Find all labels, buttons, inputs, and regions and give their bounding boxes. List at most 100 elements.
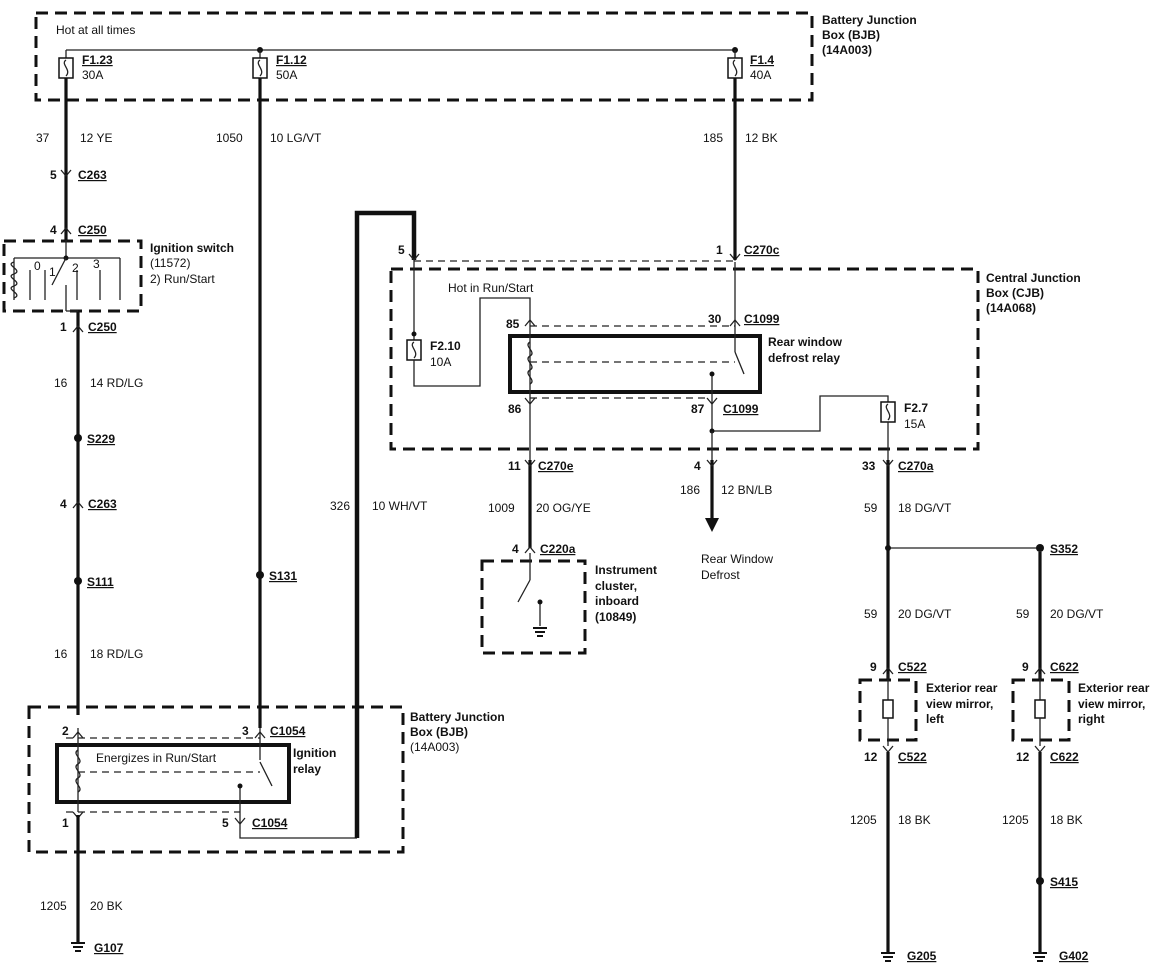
wire-1009-circuit: 1009 xyxy=(488,501,515,515)
connector-c522-bottom: 12 C522 xyxy=(864,745,927,764)
fuse-f2-10-id: F2.10 xyxy=(430,339,461,353)
instrument-cluster-line-2: cluster, xyxy=(595,579,637,593)
splice-s131: S131 xyxy=(256,569,297,583)
ground-g107-label: G107 xyxy=(94,941,124,955)
wire-326: 326 10 WH/VT xyxy=(239,210,428,839)
wire-326-circuit: 326 xyxy=(330,499,350,513)
connector-c220a-id: C220a xyxy=(540,542,576,556)
ignition-switch: 0 1 2 3 Ignition switch (11572) 2) Run/S… xyxy=(2,239,234,313)
fuse-f2-7-id: F2.7 xyxy=(904,401,928,415)
connector-c270a-id: C270a xyxy=(898,459,934,473)
wire-59-left-circuit: 59 xyxy=(864,607,878,621)
ignition-position-3: 3 xyxy=(93,257,100,271)
splice-s352-label: S352 xyxy=(1050,542,1078,556)
bjb-bottom-title-1: Battery Junction xyxy=(410,710,505,724)
wire-1205-mid-spec: 18 BK xyxy=(898,813,931,827)
splice-s111-label: S111 xyxy=(87,575,114,589)
connector-c1054-bottom-id: C1054 xyxy=(252,816,288,830)
splice-s229: S229 xyxy=(74,432,115,446)
wire-59-right-circuit: 59 xyxy=(1016,607,1030,621)
rear-window-defrost-label: Rear Window Defrost xyxy=(701,552,773,582)
ground-g107: G107 xyxy=(71,941,124,955)
wire-1050-circuit: 1050 xyxy=(216,131,243,145)
connector-c263-bottom-id: C263 xyxy=(88,497,117,511)
fuse-f1-4-amps: 40A xyxy=(750,68,771,82)
connector-c522-bottom-id: C522 xyxy=(898,750,927,764)
wire-59-right-spec: 20 DG/VT xyxy=(1050,607,1104,621)
bjb-bottom-box: Battery Junction Box (BJB) (14A003) xyxy=(27,705,505,854)
connector-c250-bottom: 1 C250 xyxy=(60,320,117,334)
ignition-switch-title-1: Ignition switch xyxy=(150,241,234,255)
mirror-left-line-2: view mirror, xyxy=(926,697,993,711)
bjb-top-title-3: (14A003) xyxy=(822,43,872,57)
connector-c1054-bottom: 5 C1054 xyxy=(222,816,288,830)
rear-defrost-relay-title-2: defrost relay xyxy=(768,351,840,365)
wire-16-upper: 16 14 RD/LG xyxy=(54,310,143,715)
connector-c1054-top: 3 C1054 xyxy=(242,724,306,739)
wire-16-lower-circuit: 16 xyxy=(54,647,68,661)
bjb-bottom-title-2: Box (BJB) xyxy=(410,725,468,739)
wire-1205-left: 1205 20 BK xyxy=(40,815,123,942)
wire-37-circuit: 37 xyxy=(36,131,50,145)
relay-pin-86: 86 xyxy=(508,397,536,416)
ignition-position-0: 0 xyxy=(34,259,41,273)
connector-c1099-bottom: 87 C1099 xyxy=(691,397,759,416)
connector-c622-bottom-id: C622 xyxy=(1050,750,1079,764)
cjb-box: Central Junction Box (CJB) (14A068) xyxy=(389,260,1081,451)
connector-c250-top: 4 C250 xyxy=(50,223,107,237)
connector-c270e-pin: 11 xyxy=(508,459,521,473)
cjb-hot-label: Hot in Run/Start xyxy=(448,281,534,295)
connector-c263-top: 5 C263 xyxy=(50,168,107,182)
instrument-cluster-line-4: (10849) xyxy=(595,610,636,624)
cjb-title-2: Box (CJB) xyxy=(986,286,1044,300)
splice-s415-label: S415 xyxy=(1050,875,1078,889)
connector-c270a-pin: 33 xyxy=(862,459,876,473)
relay-pin-86-label: 86 xyxy=(508,402,522,416)
bjb-bottom-pin-2-label: 2 xyxy=(62,724,69,738)
wire-1205-mid-circuit: 1205 xyxy=(850,813,877,827)
wire-1205-right-circuit: 1205 xyxy=(1002,813,1029,827)
relay-pin-85: 85 xyxy=(506,317,536,331)
rear-defrost-relay-title-1: Rear window xyxy=(768,335,843,349)
wire-37: 37 12 YE xyxy=(36,78,112,240)
connector-c1054-top-pin: 3 xyxy=(242,724,249,738)
rear-window-defrost-line-2: Defrost xyxy=(701,568,740,582)
wire-186: 186 12 BN/LB xyxy=(680,431,772,532)
ground-g205: G205 xyxy=(881,949,937,963)
connector-c1099-top-pin: 30 xyxy=(708,312,722,326)
bjb-bottom-title-3: (14A003) xyxy=(410,740,459,754)
mirror-right-line-2: view mirror, xyxy=(1078,697,1145,711)
wire-59-main: 59 18 DG/VT 59 20 DG/VT xyxy=(864,460,1040,680)
connector-c263-bottom-pin: 4 xyxy=(60,497,67,511)
connector-c220a: 4 C220a xyxy=(512,542,576,556)
connector-c1054-top-id: C1054 xyxy=(270,724,306,738)
connector-c270c-id: C270c xyxy=(744,243,780,257)
connector-c1099-bottom-pin: 87 xyxy=(691,402,705,416)
connector-c1054-bottom-pin: 5 xyxy=(222,816,229,830)
connector-c270e-id: C270e xyxy=(538,459,574,473)
fuse-f1-4-id: F1.4 xyxy=(750,53,774,67)
splice-s415: S415 xyxy=(1036,875,1078,889)
connector-c263-top-id: C263 xyxy=(78,168,107,182)
mirror-right-line-3: right xyxy=(1078,712,1105,726)
connector-c622-bottom-pin: 12 xyxy=(1016,750,1030,764)
instrument-cluster-line-3: inboard xyxy=(595,594,639,608)
fuse-f1-23: F1.23 30A xyxy=(58,50,113,82)
wire-326-spec: 10 WH/VT xyxy=(372,499,428,513)
wire-185-circuit: 185 xyxy=(703,131,723,145)
wire-1205-right-spec: 18 BK xyxy=(1050,813,1083,827)
bjb-bottom-pin-2: 2 xyxy=(62,724,84,739)
fuse-f1-23-amps: 30A xyxy=(82,68,103,82)
connector-c220a-pin: 4 xyxy=(512,542,519,556)
mirror-right: Exterior rear view mirror, right xyxy=(1011,674,1150,746)
cjb-title-1: Central Junction xyxy=(986,271,1081,285)
wire-1205-left-circuit: 1205 xyxy=(40,899,67,913)
ignition-position-2: 2 xyxy=(72,261,79,275)
fuse-f1-12-amps: 50A xyxy=(276,68,297,82)
connector-c1099-bottom-id: C1099 xyxy=(723,402,759,416)
ground-g402-label: G402 xyxy=(1059,949,1089,963)
bjb-top-box: Hot at all times Battery Junction Box (B… xyxy=(34,11,917,102)
connector-c270a-pin-4-label: 4 xyxy=(694,459,701,473)
bjb-top-hot-label: Hot at all times xyxy=(56,23,135,37)
wire-37-spec: 12 YE xyxy=(80,131,112,145)
